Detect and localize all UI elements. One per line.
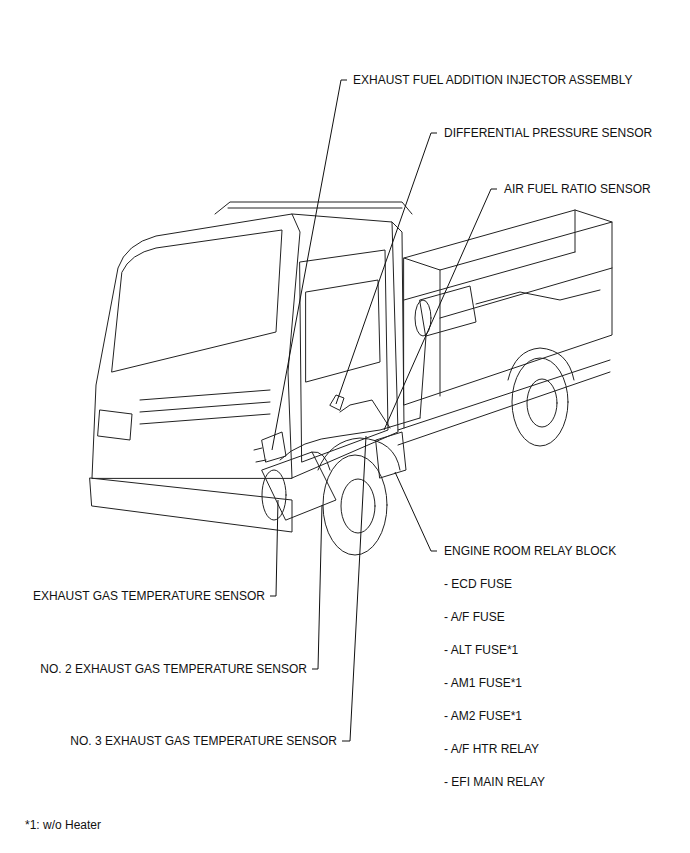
part-label: DIFFERENTIAL PRESSURE SENSOR (443, 126, 653, 140)
part-label: - A/F HTR RELAY (443, 742, 540, 756)
part-label: NO. 2 EXHAUST GAS TEMPERATURE SENSOR (39, 662, 308, 676)
part-label: - ALT FUSE*1 (443, 643, 519, 657)
part-label: EXHAUST FUEL ADDITION INJECTOR ASSEMBLY (352, 73, 634, 87)
part-label: - A/F FUSE (443, 610, 506, 624)
footnote: *1: w/o Heater (24, 818, 102, 832)
part-label: NO. 3 EXHAUST GAS TEMPERATURE SENSOR (69, 734, 338, 748)
part-label: EXHAUST GAS TEMPERATURE SENSOR (32, 589, 266, 603)
part-label: - ECD FUSE (443, 577, 513, 591)
part-label: - AM2 FUSE*1 (443, 709, 523, 723)
part-label: AIR FUEL RATIO SENSOR (503, 182, 652, 196)
part-label: - AM1 FUSE*1 (443, 676, 523, 690)
part-label: - EFI MAIN RELAY (443, 775, 546, 789)
part-label: ENGINE ROOM RELAY BLOCK (443, 544, 617, 558)
